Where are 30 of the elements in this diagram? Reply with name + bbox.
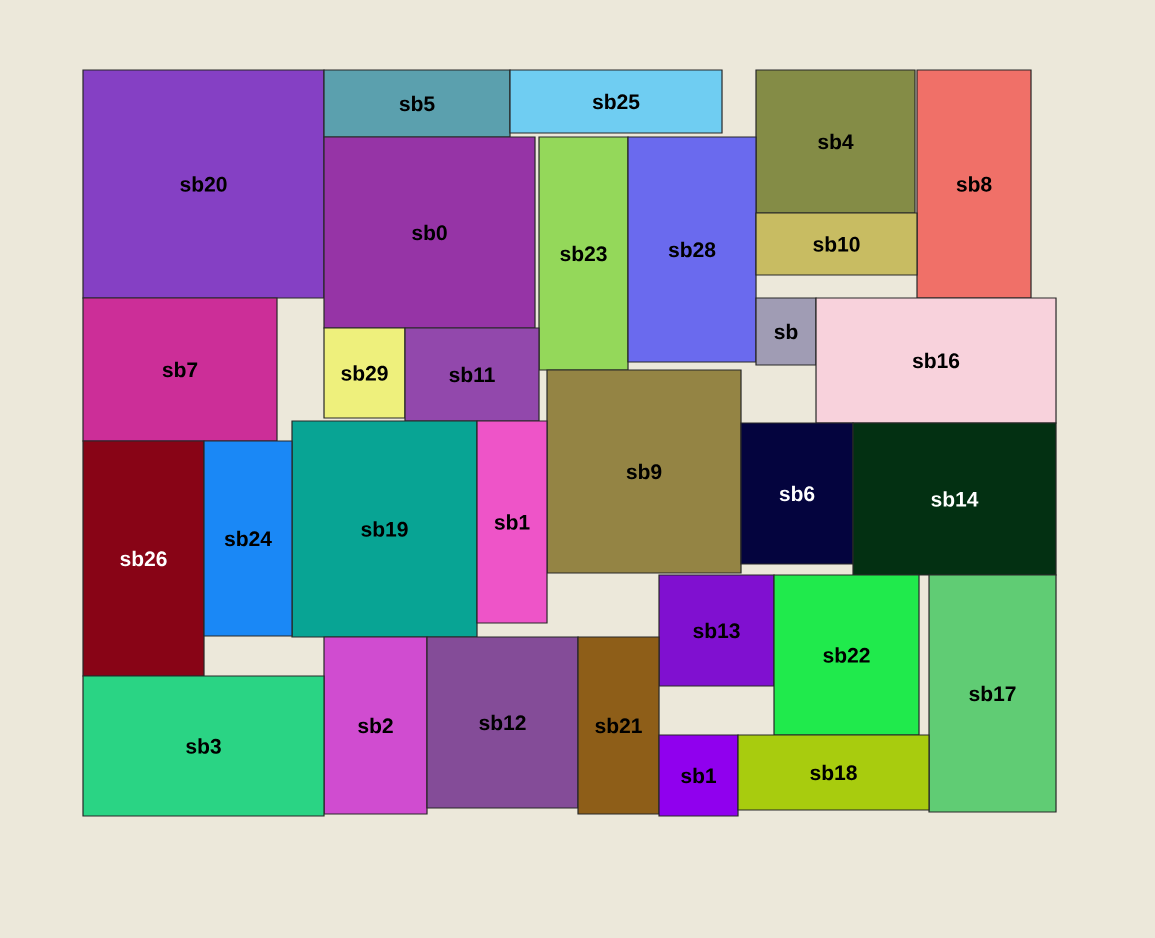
block-rectangle: sb16 [815,297,1057,424]
block-rectangle: sb8 [916,69,1032,299]
block-rectangle: sb9 [546,369,742,574]
block-rectangle: sb18 [737,734,930,811]
block-rectangle: sb22 [773,574,920,736]
block-rectangle: sb12 [426,636,579,809]
block-rectangle: sb17 [928,574,1057,813]
block-rectangle: sb10 [755,212,918,276]
block-rectangle: sb5 [323,69,511,138]
block-rectangle: sb0 [323,136,536,329]
block-rectangle: sb14 [852,422,1057,576]
block-rectangle: sb11 [404,327,540,422]
block-rectangle: sb21 [577,636,660,815]
block-rectangle: sb24 [203,440,293,637]
block-rectangle: sb26 [82,440,205,677]
block-rectangle: sb23 [538,136,629,371]
block-rectangle: sb2 [323,636,428,815]
block-rectangle: sb3 [82,675,325,817]
block-rectangle: sb4 [755,69,916,214]
block-rectangle: sb1 [476,420,548,624]
block-rectangle: sb19 [291,420,478,638]
block-rectangle: sb7 [82,297,278,442]
block-rectangle: sb [755,297,817,366]
block-rectangle: sb20 [82,69,325,299]
block-rectangle: sb1 [658,734,739,817]
block-rectangle: sb25 [509,69,723,134]
block-rectangle: sb6 [740,422,854,565]
block-rectangle: sb13 [658,574,775,687]
block-rectangle: sb29 [323,327,406,419]
block-rectangle: sb28 [627,136,757,363]
